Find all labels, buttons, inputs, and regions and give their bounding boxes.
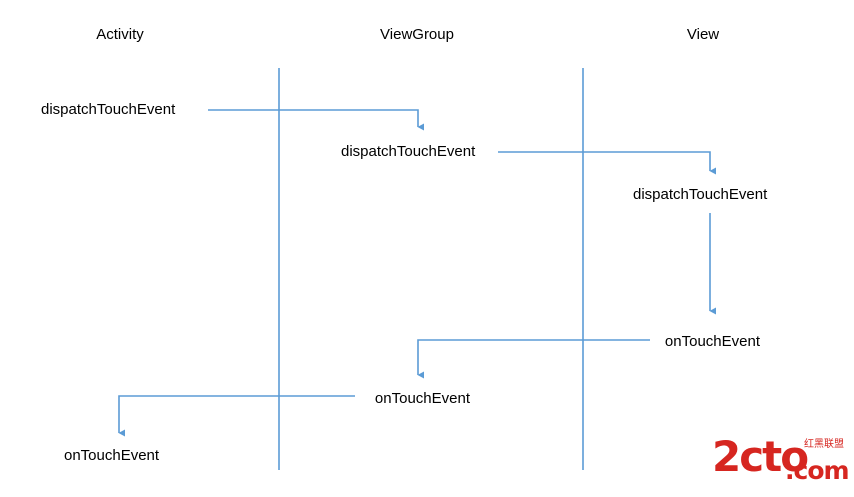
message-label-dispatch-view: dispatchTouchEvent bbox=[633, 186, 768, 203]
message-label-ontouch-viewgroup: onTouchEvent bbox=[374, 390, 470, 407]
message-arrow-5 bbox=[118, 395, 355, 437]
watermark-domain-text: .com bbox=[785, 456, 850, 485]
watermark-chinese-text: 红黑联盟 bbox=[804, 439, 844, 450]
watermark-logo: 2cto .com 红黑联盟 bbox=[712, 430, 850, 488]
lane-header-viewgroup: ViewGroup bbox=[380, 26, 454, 43]
lifelines bbox=[278, 68, 584, 470]
message-arrow-2 bbox=[498, 151, 716, 175]
message-arrow-1 bbox=[208, 109, 424, 131]
watermark-brand-text: 2cto bbox=[712, 432, 809, 481]
lane-header-view: View bbox=[686, 26, 720, 43]
lane-header-activity: Activity bbox=[96, 26, 144, 43]
message-label-ontouch-view: onTouchEvent bbox=[664, 333, 760, 350]
message-label-dispatch-activity: dispatchTouchEvent bbox=[41, 101, 176, 118]
message-label-dispatch-viewgroup: dispatchTouchEvent bbox=[341, 143, 476, 160]
message-label-ontouch-activity: onTouchEvent bbox=[64, 447, 160, 464]
message-arrow-4 bbox=[417, 339, 650, 379]
